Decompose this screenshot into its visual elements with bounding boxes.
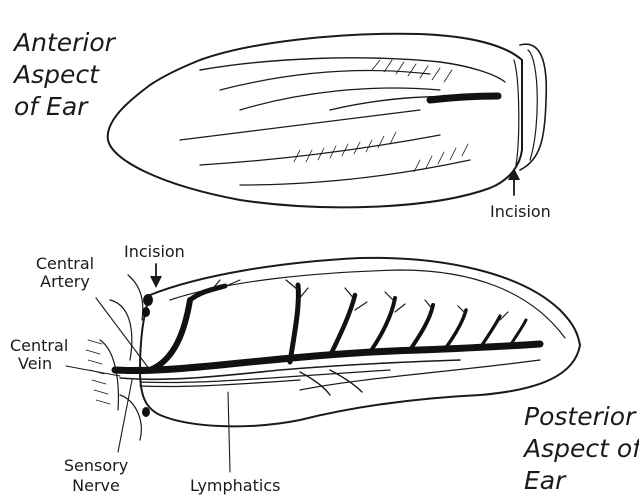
anterior-fold-line: [200, 135, 440, 165]
anterior-fold-line: [180, 110, 420, 140]
posterior-title-line-1: Posterior: [524, 402, 635, 432]
central-vein-label-line-1: Central: [10, 336, 68, 355]
posterior-incision-arrowhead: [150, 276, 162, 288]
posterior-incision-mark: [143, 294, 153, 306]
central-artery-label-line-2: Artery: [30, 272, 100, 291]
vessel-branch: [290, 285, 298, 362]
leader-sensory-nerve: [118, 380, 132, 452]
posterior-head-tissue: [100, 275, 143, 440]
central-artery-vessel: [150, 300, 190, 370]
posterior-inner-rim: [170, 270, 565, 338]
vessel-branch: [330, 295, 355, 356]
anterior-ear-outline: [108, 34, 522, 208]
incision-label-anterior: Incision: [490, 202, 551, 221]
anterior-fold-line: [200, 58, 505, 82]
sensory-nerve-label-line-1: Sensory: [56, 456, 136, 475]
central-artery-label-line-1: Central: [30, 254, 100, 273]
anterior-ear-base: [514, 60, 519, 165]
anterior-title-line-3: of Ear: [14, 92, 87, 122]
leader-lymphatics: [228, 392, 230, 472]
anterior-title-line-1: Anterior: [14, 28, 115, 58]
sensory-nerve-label-line-2: Nerve: [56, 476, 136, 495]
vessel-branch: [410, 305, 433, 350]
posterior-inner-rim: [300, 360, 540, 390]
posterior-incision-mark: [142, 407, 150, 417]
anterior-fold-line: [240, 88, 440, 110]
central-vein-label-line-2: Vein: [18, 354, 52, 373]
posterior-ear-drawing: [66, 258, 580, 472]
anterior-ear-canal: [430, 96, 498, 100]
anterior-fold-line: [220, 71, 430, 90]
anterior-fold-line: [240, 160, 470, 185]
anterior-hatching: [294, 60, 468, 172]
anterior-ear-base: [528, 50, 537, 160]
anterior-ear-drawing: [108, 34, 547, 208]
anterior-title-line-2: Aspect: [14, 60, 99, 90]
incision-label-posterior: Incision: [124, 242, 185, 261]
anterior-ear-base: [520, 44, 546, 170]
posterior-incision-mark: [142, 307, 150, 317]
vessel-branch: [445, 310, 466, 349]
posterior-title-line-3: Ear: [524, 466, 565, 496]
lymphatics-label: Lymphatics: [190, 476, 280, 495]
vessel-branch: [370, 298, 395, 352]
posterior-title-line-2: Aspect of: [524, 434, 639, 464]
